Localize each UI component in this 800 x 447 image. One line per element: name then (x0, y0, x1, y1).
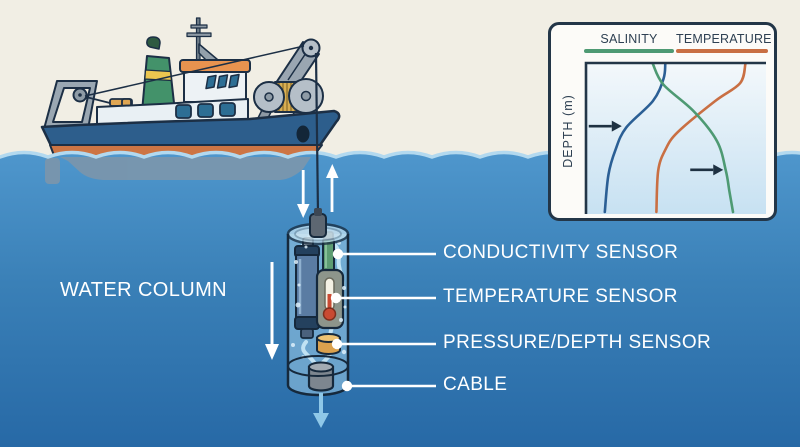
callout-label-temperature: TEMPERATURE SENSOR (443, 286, 678, 307)
water-column-label: WATER COLUMN (60, 279, 228, 301)
cable-termination (307, 361, 335, 392)
crane-winch (253, 38, 324, 119)
flow-arrow-icon (313, 393, 329, 428)
stay-line (84, 45, 305, 97)
series-curve-salinity (651, 62, 735, 214)
legend-item-salinity: SALINITY (584, 32, 674, 53)
winch-cable-line (314, 52, 320, 216)
leader-dot-cable (341, 380, 353, 392)
profile-chart-card: SALINITY TEMPERATURE DEPTH (m) (548, 22, 777, 221)
ctd-instrument (286, 208, 350, 397)
series-curve--unlabeled-profile- (603, 62, 667, 214)
ocean-water (0, 152, 800, 447)
plot-annotations (588, 120, 724, 176)
main-deck-cabin (96, 98, 249, 125)
legend-swatch-salinity (584, 49, 674, 53)
underwater-hull-silhouette (45, 157, 311, 184)
plot-axes (584, 61, 766, 214)
portside-windows (175, 102, 236, 119)
series-curve-temperature (655, 62, 747, 214)
plot-area (587, 64, 766, 214)
callout-label-cable: CABLE (443, 374, 508, 395)
wheelhouse (179, 59, 251, 103)
leader-dot-conductivity (332, 248, 344, 260)
callout-label-conductivity: CONDUCTIVITY SENSOR (443, 242, 679, 263)
right-arrow-icon-2 (690, 164, 724, 176)
housing-bottom-rim (287, 355, 349, 377)
raise-arrow-icon (326, 164, 339, 212)
pump-sensor (294, 237, 320, 339)
legend-label-salinity: SALINITY (600, 32, 658, 46)
profile-plot (584, 61, 766, 214)
legend-swatch-temperature (676, 49, 768, 53)
lower-arrow-icon (297, 170, 310, 218)
callout-label-pressure: PRESSURE/DEPTH SENSOR (443, 332, 712, 353)
legend-label-temperature: TEMPERATURE (676, 32, 772, 46)
cable-connector (309, 213, 327, 238)
wheelhouse-windows (205, 73, 240, 90)
legend-item-temperature: TEMPERATURE (676, 32, 772, 53)
descent-arrow-icon (265, 262, 279, 360)
funnel (141, 36, 176, 113)
leader-dot-pressure (331, 338, 343, 350)
cable-connector-cap (314, 208, 322, 216)
callout-leaders (330, 248, 436, 392)
leader-dot-temperature (330, 292, 342, 304)
porthole (296, 125, 310, 143)
mast (186, 17, 219, 65)
plot-curves (603, 62, 747, 214)
right-arrow-icon-1 (588, 120, 622, 132)
